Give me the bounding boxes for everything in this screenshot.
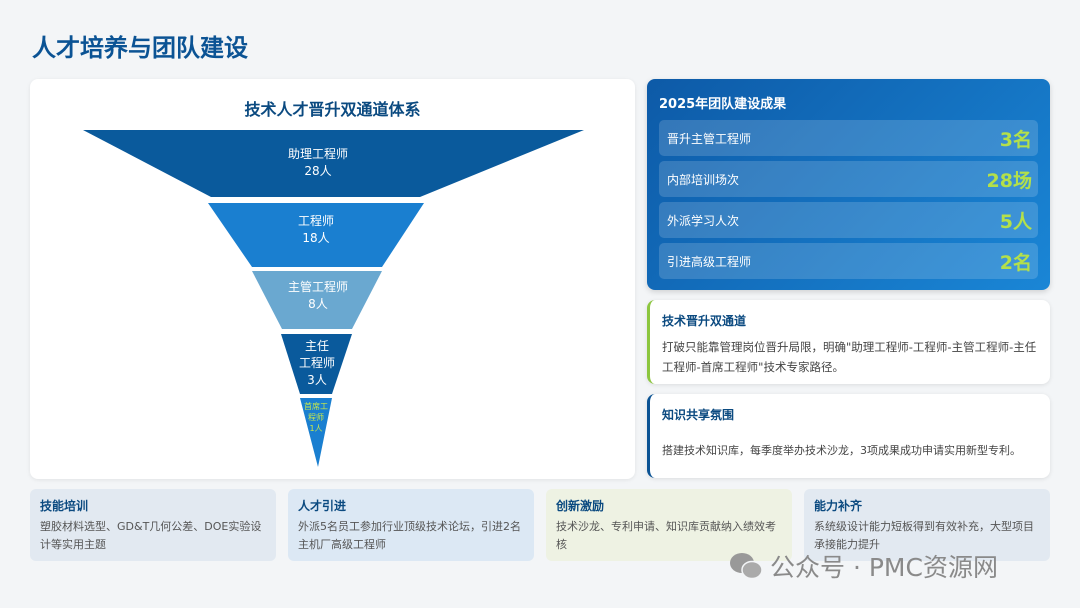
bottom-card-recruit: 人才引进外派5名员工参加行业顶级技术论坛，引进2名主机厂高级工程师 xyxy=(288,489,534,561)
bottom-text: 系统级设计能力短板得到有效补充，大型项目承接能力提升 xyxy=(814,520,1034,551)
bottom-title: 人才引进 xyxy=(298,499,347,513)
bottom-card-capability: 能力补齐系统级设计能力短板得到有效补充，大型项目承接能力提升 xyxy=(804,489,1050,561)
results-card: 2025年团队建设成果 晋升主管工程师 3名 内部培训场次 28场 外派学习人次 5人… xyxy=(647,79,1050,290)
watermark-text: 公众号 · PMC资源网 xyxy=(770,553,998,582)
result-value: 2名 xyxy=(999,251,1032,274)
result-label: 外派学习人次 xyxy=(667,213,740,228)
info-title: 技术晋升双通道 xyxy=(662,314,747,328)
result-value: 3名 xyxy=(999,128,1032,151)
funnel-title: 技术人才晋升双通道体系 xyxy=(244,100,421,119)
funnel-level-2 xyxy=(208,203,424,267)
watermark: 公众号 · PMC资源网 xyxy=(728,548,998,584)
bottom-text: 塑胶材料选型、GD&T几何公差、DOE实验设计等实用主题 xyxy=(40,520,262,551)
result-row: 晋升主管工程师 3名 xyxy=(659,120,1038,156)
funnel-level-5 xyxy=(300,398,332,467)
result-label: 引进高级工程师 xyxy=(667,254,752,269)
bottom-title: 创新激励 xyxy=(556,499,605,513)
page-title: 人才培养与团队建设 xyxy=(32,34,248,62)
info-text: 打破只能靠管理岗位晋升局限，明确"助理工程师-工程师-主管工程师-主任工程师-首… xyxy=(662,340,1037,374)
result-row: 内部培训场次 28场 xyxy=(659,161,1038,197)
result-value: 28场 xyxy=(986,169,1032,192)
funnel-level-3 xyxy=(252,271,382,329)
info-card-dual-channel: 技术晋升双通道 打破只能靠管理岗位晋升局限，明确"助理工程师-工程师-主管工程师… xyxy=(647,300,1050,384)
results-title: 2025年团队建设成果 xyxy=(659,97,787,112)
bottom-card-training: 技能培训塑胶材料选型、GD&T几何公差、DOE实验设计等实用主题 xyxy=(30,489,276,561)
bottom-card-innovation: 创新激励技术沙龙、专利申请、知识库贡献纳入绩效考核 xyxy=(546,489,792,561)
bottom-title: 能力补齐 xyxy=(814,499,863,513)
result-label: 晋升主管工程师 xyxy=(667,131,752,146)
bottom-title: 技能培训 xyxy=(40,499,89,513)
result-label: 内部培训场次 xyxy=(667,172,740,187)
info-card-knowledge: 知识共享氛围 搭建技术知识库，每季度举办技术沙龙，3项成果成功申请实用新型专利。 xyxy=(647,394,1050,478)
info-title: 知识共享氛围 xyxy=(662,408,735,422)
wechat-icon xyxy=(730,553,763,580)
funnel-chart xyxy=(83,130,584,467)
result-row: 外派学习人次 5人 xyxy=(659,202,1038,238)
info-text: 搭建技术知识库，每季度举办技术沙龙，3项成果成功申请实用新型专利。 xyxy=(662,444,1021,457)
funnel-level-4 xyxy=(281,334,352,394)
result-row: 引进高级工程师 2名 xyxy=(659,243,1038,279)
bottom-text: 技术沙龙、专利申请、知识库贡献纳入绩效考核 xyxy=(556,520,776,551)
bottom-text: 外派5名员工参加行业顶级技术论坛，引进2名主机厂高级工程师 xyxy=(298,520,521,551)
funnel-level-1 xyxy=(83,130,584,197)
result-value: 5人 xyxy=(999,210,1032,233)
